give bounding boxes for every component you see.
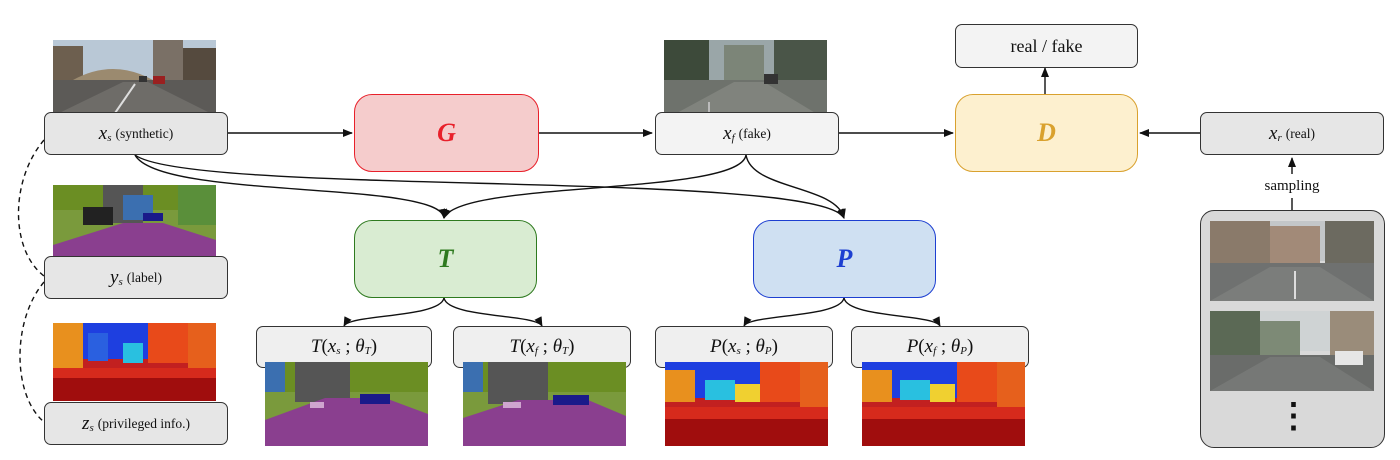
arrow-t-to-txf: [443, 297, 543, 327]
p-xf-arg: x: [924, 336, 934, 357]
t-xs-segmentation-output: [265, 362, 428, 446]
ys-subscript: s: [118, 275, 123, 288]
t-xf-param: θ: [552, 336, 563, 357]
network-d[interactable]: D: [955, 94, 1138, 172]
synthetic-street-image: [53, 40, 216, 116]
t-xf-fn: T: [509, 336, 521, 357]
dashed-xs-ys: [17, 139, 45, 277]
xs-symbol: x: [98, 122, 108, 144]
network-t-label: T: [437, 244, 454, 273]
t-xs-arg: x: [327, 336, 337, 357]
arrow-xs-to-t: [134, 154, 447, 219]
t-xf-param-sub: T: [562, 345, 569, 357]
xr-symbol: x: [1269, 122, 1278, 144]
sampling-text: sampling: [1264, 178, 1320, 194]
xf-description: (fake): [738, 125, 771, 141]
network-p[interactable]: P: [753, 220, 936, 298]
t-xf-arg: x: [526, 336, 535, 357]
network-p-label: P: [836, 244, 853, 273]
xf-symbol: x: [723, 122, 732, 144]
arrow-t-to-txs: [343, 297, 445, 327]
p-xs-arg: x: [728, 336, 737, 357]
zs-description: (privileged info.): [97, 415, 190, 431]
arrow-xs-to-p: [134, 154, 845, 219]
network-g[interactable]: G: [354, 94, 539, 172]
zs-subscript: s: [89, 421, 94, 434]
ys-symbol: y: [110, 266, 119, 288]
ys-description: (label): [126, 269, 162, 285]
t-xs-fn: T: [310, 336, 322, 357]
network-g-label: G: [437, 118, 456, 147]
sampling-label: sampling: [1240, 178, 1344, 198]
t-xf-arg-sub: f: [534, 345, 538, 357]
network-d-label: D: [1037, 118, 1056, 147]
more-samples-ellipsis: ⋮: [1201, 397, 1386, 437]
real-image-pool[interactable]: ⋮: [1200, 210, 1385, 448]
arrow-xf-to-p: [745, 154, 846, 219]
xf-subscript: f: [731, 131, 735, 144]
t-xs-arg-sub: s: [336, 345, 341, 357]
ellipsis-glyph: ⋮: [1276, 398, 1311, 435]
p-xs-param-sub: P: [764, 345, 772, 357]
xr-subscript: r: [1277, 131, 1282, 144]
p-xf-param-sub: P: [960, 345, 967, 357]
arrow-p-to-pxf: [843, 297, 941, 327]
p-xf-depth-output: [862, 362, 1025, 446]
p-xf-fn: P: [906, 336, 919, 357]
xr-description: (real): [1285, 125, 1315, 141]
zs-symbol: z: [82, 412, 90, 434]
t-xs-param-sub: T: [364, 345, 371, 357]
p-xs-depth-output: [665, 362, 828, 446]
p-xf-arg-sub: f: [933, 345, 937, 357]
real-fake-text: real / fake: [1010, 35, 1083, 56]
network-t[interactable]: T: [354, 220, 537, 298]
p-xs-param: θ: [755, 336, 765, 357]
real-fake-output: real / fake: [955, 24, 1138, 68]
arrow-xf-to-t: [443, 154, 747, 219]
segmentation-label-map: [53, 185, 216, 266]
fake-street-image: [664, 40, 827, 120]
depth-map: [53, 323, 216, 401]
arrow-p-to-pxs: [743, 297, 845, 327]
real-street-photos: [1210, 221, 1374, 301]
p-xf-param: θ: [950, 336, 961, 357]
p-xs-arg-sub: s: [736, 345, 741, 357]
t-xs-param: θ: [355, 336, 365, 357]
p-xs-fn: P: [710, 336, 722, 357]
t-xf-segmentation-output: [463, 362, 626, 446]
xs-subscript: s: [107, 131, 112, 144]
real-street-photo-2: [1210, 311, 1374, 391]
xs-description: (synthetic): [115, 125, 174, 141]
dashed-ys-zs: [19, 281, 45, 423]
